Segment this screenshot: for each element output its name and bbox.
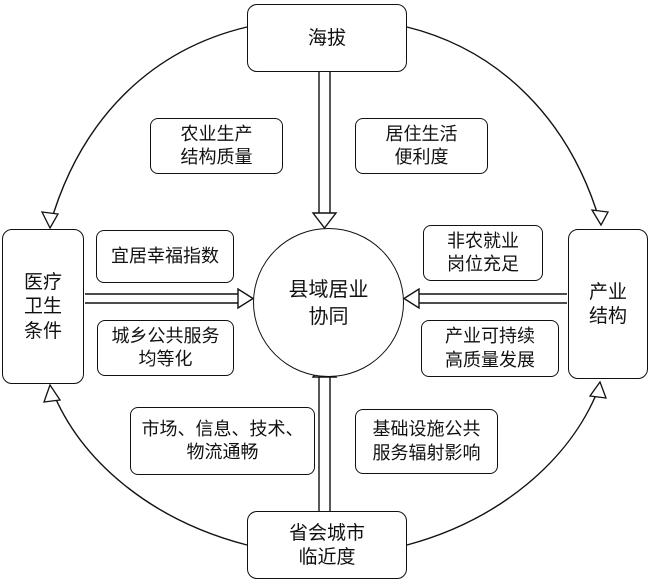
arc-top-right-arrowhead — [590, 209, 610, 227]
factor-sustainable-development: 产业可持续 高质量发展 — [421, 320, 559, 377]
arc-top-left — [49, 26, 248, 226]
center-hub: 县域居业 协同 — [253, 228, 404, 377]
node-altitude: 海拔 — [247, 4, 407, 72]
arrow-right-to-center — [402, 287, 567, 310]
factor-agri-structure: 农业生产 结构质量 — [150, 118, 283, 174]
factor-market-logistics: 市场、信息、技术、 物流通畅 — [130, 407, 315, 475]
arc-bottom-right — [406, 389, 599, 546]
arrow-top-to-center — [311, 72, 338, 230]
node-capital-proximity: 省会城市 临近度 — [247, 511, 407, 579]
factor-living-convenience: 居住生活 便利度 — [355, 118, 488, 174]
arc-bottom-right-arrowhead — [588, 380, 607, 399]
arc-top-left-arrowhead — [40, 211, 60, 230]
arrow-left-to-center — [85, 287, 255, 310]
factor-public-service-equality: 城乡公共服务 均等化 — [97, 320, 234, 376]
node-medical-conditions: 医疗 卫生 条件 — [2, 229, 84, 384]
factor-livability-index: 宜居幸福指数 — [96, 230, 234, 283]
arc-bottom-left-arrowhead — [43, 383, 62, 403]
node-industry-structure: 产业 结构 — [568, 229, 648, 379]
arc-bottom-left — [51, 389, 248, 546]
factor-nonfarm-jobs: 非农就业 岗位充足 — [423, 225, 543, 281]
arc-top-right — [406, 26, 601, 223]
arrow-bottom-to-center — [311, 360, 338, 512]
factor-infrastructure-radiation: 基础设施公共 服务辐射影响 — [355, 409, 498, 474]
